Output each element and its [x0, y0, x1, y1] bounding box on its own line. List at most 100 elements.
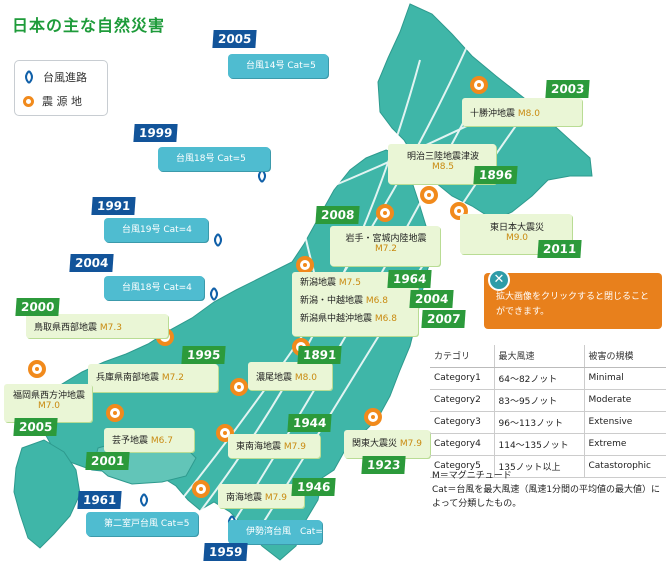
earthquake-name: 濃尾地震	[256, 373, 293, 383]
legend-typhoon-label: 台風進路	[43, 71, 87, 84]
earthquake-year: 1946	[291, 478, 337, 496]
earthquake-name: 東日本大震災	[489, 223, 544, 233]
typhoon-year: 2005	[212, 30, 258, 48]
table-cell: 64～82ノット	[493, 367, 584, 390]
table-cell: Category4	[430, 433, 494, 456]
earthquake-year: 1995	[181, 346, 227, 364]
earthquake-label: 南海地震 M7.9	[218, 484, 304, 508]
earthquake-magnitude: M7.9	[399, 439, 422, 449]
note-magnitude: M＝マグニチュード	[432, 471, 512, 481]
earthquake-label: 濃尾地震 M8.0	[248, 362, 332, 390]
typhoon-marker-2	[258, 169, 266, 183]
kyushu-shape	[13, 439, 81, 549]
table-header: カテゴリ	[430, 345, 494, 368]
earthquake-magnitude: M7.3	[99, 323, 122, 333]
earthquake-row: 新潟・中越地震 M6.8	[300, 296, 388, 306]
note-category: Cat＝台風を最大風速（風速1分間の平均値の最大値）によって分類したもの。	[432, 485, 661, 509]
typhoon-track-5	[0, 99, 521, 301]
notes: M＝マグニチュード Cat＝台風を最大風速（風速1分間の平均値の最大値）によって…	[432, 469, 668, 511]
table-row: Category5 135ノット以上 Catastorophic	[430, 455, 666, 478]
earthquake-magnitude: M6.7	[150, 436, 173, 446]
close-hint: ✕ 拡大画像をクリックすると閉じることができます。	[484, 269, 662, 329]
legend-epicenter-row: 震 源 地	[23, 93, 82, 109]
earthquake-year: 1896	[473, 166, 519, 184]
table-cell: 135ノット以上	[493, 455, 584, 478]
typhoon-year: 1991	[91, 197, 137, 215]
earthquake-year: 1944	[287, 414, 333, 432]
table-row: Category3 96～113ノット Extensive	[430, 411, 666, 434]
table-cell: Category3	[430, 411, 494, 434]
earthquake-year: 1923	[361, 456, 407, 474]
earthquake-magnitude: M8.0	[294, 373, 317, 383]
earthquake-name: 東南海地震	[236, 442, 282, 452]
earthquake-year: 2005	[13, 418, 59, 436]
earthquake-magnitude: M9.0	[505, 233, 529, 243]
earthquake-year: 2007	[421, 310, 467, 328]
legend-typhoon-row: 台風進路	[23, 69, 87, 85]
close-icon[interactable]: ✕	[488, 269, 510, 291]
earthquake-name: 十勝沖地震	[470, 109, 516, 119]
earthquake-magnitude: M7.2	[161, 373, 184, 383]
earthquake-label: 兵庫県南部地震 M7.2	[88, 364, 218, 392]
table-row: Category2 83～95ノット Moderate	[430, 389, 666, 412]
legend-epicenter-label: 震 源 地	[42, 95, 82, 108]
table-header: 最大風速	[493, 345, 584, 368]
earthquake-magnitude: M7.2	[374, 244, 398, 254]
earthquake-magnitude: M7.9	[283, 442, 306, 452]
table-cell: Moderate	[583, 389, 666, 412]
table-cell: Extreme	[583, 433, 666, 456]
epicenter-marker	[28, 360, 46, 378]
earthquake-name: 福岡県西方沖地震	[12, 391, 85, 401]
earthquake-row: 新潟県中越沖地震 M6.8	[300, 314, 397, 324]
epicenter-marker	[470, 76, 488, 94]
table-cell: 83～95ノット	[493, 389, 584, 412]
category-table: カテゴリ 最大風速 被害の規模 Category1 64～82ノット Minim…	[430, 345, 666, 478]
epicenter-marker	[376, 204, 394, 222]
earthquake-magnitude: M7.0	[37, 401, 61, 411]
earthquake-label: 鳥取県西部地震 M7.3	[26, 314, 168, 338]
earthquake-year: 2011	[537, 240, 583, 258]
typhoon-icon	[25, 70, 33, 84]
typhoon-label: 台風14号 Cat=5	[228, 54, 328, 78]
typhoon-year: 1959	[203, 543, 249, 561]
table-cell: Extensive	[583, 411, 666, 434]
epicenter-marker	[230, 378, 248, 396]
earthquake-name: 岩手・宮城内陸地震	[345, 234, 427, 244]
typhoon-year: 2004	[69, 254, 115, 272]
typhoon-label: 台風19号 Cat=4	[104, 218, 208, 242]
legend: 台風進路 震 源 地	[14, 60, 108, 116]
earthquake-magnitude: M8.5	[431, 162, 455, 172]
earthquake-label: 十勝沖地震 M8.0	[462, 98, 582, 126]
table-header-row: カテゴリ 最大風速 被害の規模	[430, 345, 666, 368]
earthquake-row: 新潟地震 M7.5	[300, 278, 361, 288]
epicenter-marker	[192, 480, 210, 498]
table-row: Category1 64～82ノット Minimal	[430, 367, 666, 390]
table-cell: 96～113ノット	[493, 411, 584, 434]
typhoon-year: 1999	[133, 124, 179, 142]
earthquake-name: 兵庫県南部地震	[96, 373, 160, 383]
table-cell: Category1	[430, 367, 494, 390]
earthquake-year: 1891	[297, 346, 343, 364]
typhoon-marker-3	[214, 233, 222, 247]
earthquake-year: 2001	[85, 452, 131, 470]
earthquake-label: 関東大震災 M7.9	[344, 430, 430, 458]
table-cell: Category5	[430, 455, 494, 478]
earthquake-magnitude: M7.9	[264, 493, 287, 503]
earthquake-year: 2000	[15, 298, 61, 316]
earthquake-year: 1964	[387, 270, 433, 288]
earthquake-year: 2008	[315, 206, 361, 224]
earthquake-name: 関東大震災	[352, 439, 398, 449]
epicenter-marker	[420, 186, 438, 204]
typhoon-label: 台風18号 Cat=5	[158, 147, 270, 171]
typhoon-label: 台風18号 Cat=4	[104, 276, 204, 300]
earthquake-name: 明治三陸地震津波	[406, 152, 479, 162]
table-cell: 114～135ノット	[493, 433, 584, 456]
earthquake-name: 芸予地震	[112, 436, 149, 446]
table-cell: Category2	[430, 389, 494, 412]
epicenter-marker	[364, 408, 382, 426]
table-header: 被害の規模	[583, 345, 666, 368]
typhoon-year: 1961	[77, 491, 123, 509]
